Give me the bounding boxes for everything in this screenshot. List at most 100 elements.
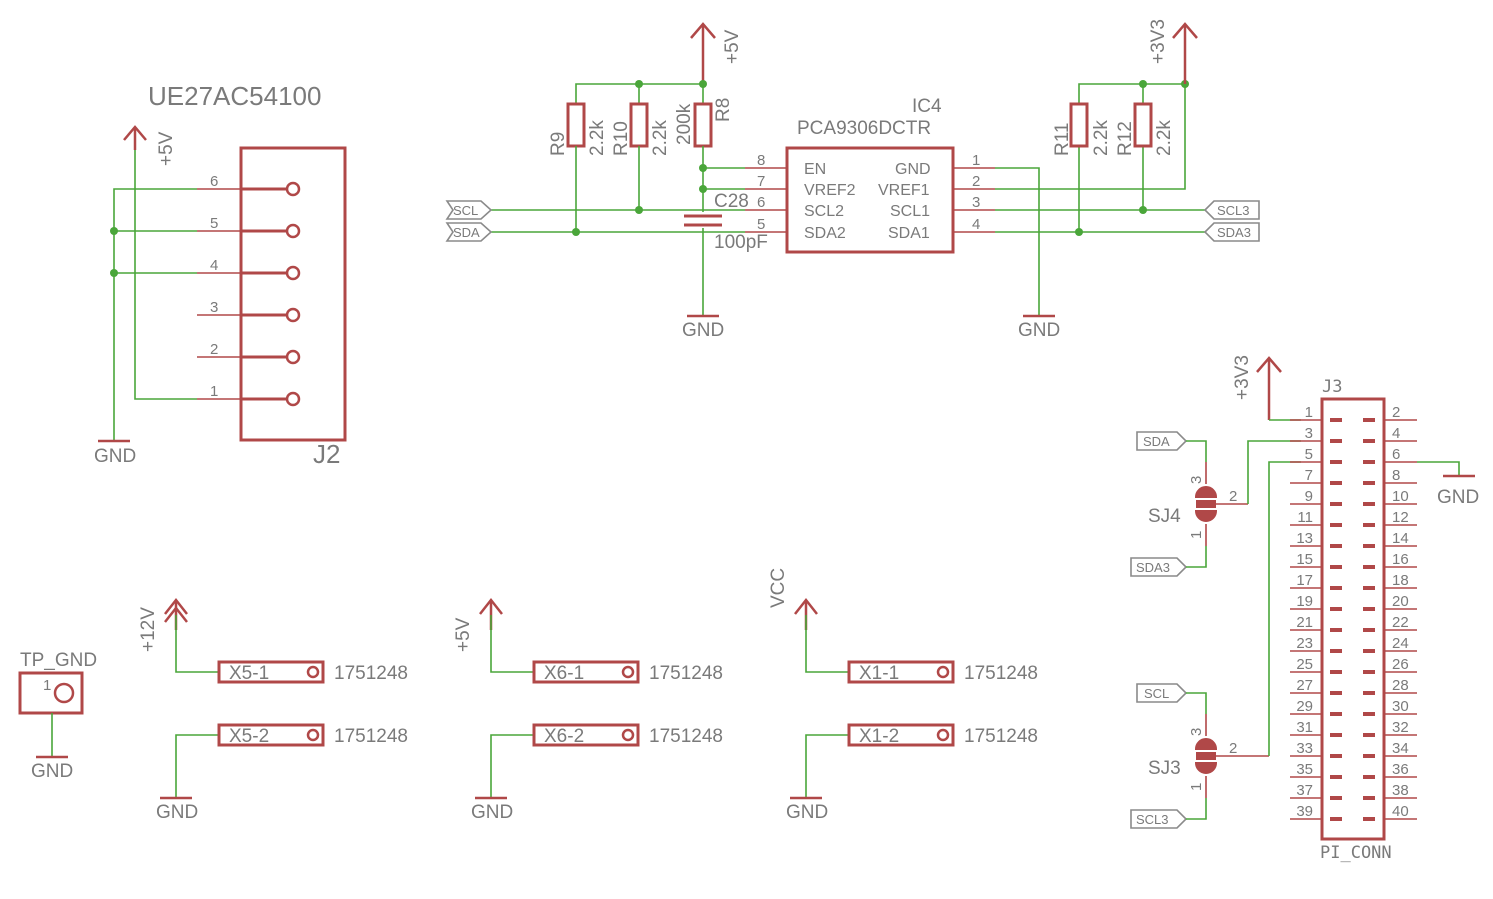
scl3-net-flag[interactable] (1203, 200, 1260, 220)
sj4-pin1: 1 (1188, 531, 1205, 539)
j3-pin-number: 34 (1392, 740, 1409, 757)
j2-pin-1-contact (285, 391, 301, 407)
j2-pin-6-contact (285, 181, 301, 197)
scl-net-flag[interactable] (445, 200, 493, 220)
level-shifter-section[interactable]: +5V R9 2.2k R10 2.2k 200k R8 C28 100pF G… (445, 19, 1260, 341)
j2-pin-3-number: 3 (210, 299, 218, 316)
r9-resistor[interactable] (566, 102, 586, 148)
r12-name: R12 (1115, 121, 1136, 156)
sj4-sda-label: SDA (1143, 434, 1170, 449)
tp-name: TP_GND (20, 650, 97, 671)
j3-pin-number: 39 (1296, 803, 1313, 820)
j2-pin-2-number: 2 (210, 341, 218, 358)
terminal-part-1: 1751248 (334, 663, 408, 684)
sda-net-flag[interactable] (445, 222, 493, 242)
tp-pin: 1 (43, 677, 51, 694)
j3-ground-label: GND (1437, 487, 1479, 508)
solder-jumper-sj3[interactable]: SCL SCL3 3 1 2 SJ3 (1130, 461, 1301, 829)
terminal-pin-2-contact (306, 728, 320, 742)
ic4-pin-vref2-name: VREF2 (804, 182, 856, 199)
r10-value: 2.2k (650, 120, 671, 156)
terminal-pin-1-contact (936, 665, 950, 679)
j3-pin-number: 37 (1296, 782, 1313, 799)
sj3-scl-flag[interactable] (1136, 683, 1188, 703)
j2-part-label: UE27AC54100 (148, 81, 321, 111)
ic4-pin-8-number: 8 (757, 152, 765, 169)
j3-pin-number: 30 (1392, 698, 1409, 715)
ic4-name: IC4 (912, 96, 942, 117)
solder-jumper-sj4[interactable]: SDA SDA3 3 1 2 SJ4 (1130, 431, 1301, 577)
terminal-pin-2-name: X1-2 (859, 726, 899, 747)
testpoint-tp-gnd[interactable]: TP_GND 1 GND (18, 650, 97, 782)
sj3-scl3-flag[interactable] (1130, 809, 1188, 829)
plus3v3-top-label: +3V3 (1148, 19, 1169, 64)
terminal-ground-label: GND (156, 802, 198, 823)
j2-ground-label: GND (94, 446, 136, 467)
j3-power-arrow-icon (1256, 356, 1282, 420)
sj4-sda3-label: SDA3 (1136, 560, 1170, 575)
r10-resistor[interactable] (629, 102, 649, 148)
j3-pin-number: 26 (1392, 656, 1409, 673)
j2-nets (110, 128, 197, 441)
j3-pin-number: 31 (1296, 719, 1313, 736)
ic4-body[interactable] (785, 146, 955, 254)
sda3-net-label: SDA3 (1217, 225, 1251, 240)
ic4-right-ground-label: GND (1018, 320, 1060, 341)
terminal-blocks[interactable]: +12VX5-1X5-217512481751248GND+5VX6-1X6-2… (138, 568, 1038, 823)
r8-resistor[interactable] (693, 102, 713, 148)
j3-pin-number: 20 (1392, 593, 1409, 610)
terminal-pin-1-body (217, 660, 325, 684)
terminal-pin-2-contact (936, 728, 950, 742)
j3-pin-number: 40 (1392, 803, 1409, 820)
ic4-pin-2-number: 2 (972, 173, 980, 190)
sj3-pin2: 2 (1229, 740, 1237, 757)
terminal-ground-label: GND (786, 802, 828, 823)
j3-pin-number: 38 (1392, 782, 1409, 799)
j2-pin-3-contact (285, 307, 301, 323)
terminal-pin-2-body (217, 723, 325, 747)
sj4-sda-flag[interactable] (1136, 431, 1188, 451)
j3-pin-number: 25 (1296, 656, 1313, 673)
ic4-pin-scl2-name: SCL2 (804, 203, 844, 220)
connector-j2[interactable]: UE27AC54100 J2 6 5 4 3 2 1 (94, 81, 347, 469)
c28-name: C28 (714, 191, 749, 212)
j3-pin-number: 18 (1392, 572, 1409, 589)
j3-power-label: +3V3 (1232, 355, 1253, 400)
r11-name: R11 (1052, 123, 1073, 156)
j2-pins (197, 181, 301, 407)
j2-pin-6-number: 6 (210, 173, 218, 190)
r11-resistor[interactable] (1069, 102, 1089, 148)
sj4-sda3-flag[interactable] (1130, 557, 1188, 577)
ic4-pin-3-number: 3 (972, 194, 980, 211)
ic4-pin-1-number: 1 (972, 152, 980, 169)
j2-name-label: J2 (313, 439, 340, 469)
sj4-pin2: 2 (1229, 488, 1237, 505)
terminal-pin-2-name: X5-2 (229, 726, 269, 747)
j3-pin-number: 6 (1392, 446, 1400, 463)
sda3-net-flag[interactable] (1203, 222, 1260, 242)
terminal-pin-2-contact (621, 728, 635, 742)
sj3-pad-mid (1196, 752, 1216, 760)
terminal-power-label: +5V (453, 617, 474, 652)
r12-resistor[interactable] (1133, 102, 1153, 148)
j3-pin-number: 8 (1392, 467, 1400, 484)
sj3-pad-bottom (1194, 762, 1218, 774)
sda-net-label: SDA (453, 225, 480, 240)
terminal-ground-label: GND (471, 802, 513, 823)
sj4-pad-bottom (1194, 510, 1218, 522)
j3-pin-number: 33 (1296, 740, 1313, 757)
sj4-name: SJ4 (1148, 506, 1181, 527)
j2-power-label: +5V (156, 131, 177, 166)
j3-pin-number: 19 (1296, 593, 1313, 610)
ic4-pin-5-number: 5 (757, 216, 765, 233)
sj4-pin3: 3 (1188, 476, 1205, 484)
j3-pin-number: 17 (1296, 572, 1313, 589)
j3-pin-number: 14 (1392, 530, 1409, 547)
sj3-pin1: 1 (1188, 783, 1205, 791)
